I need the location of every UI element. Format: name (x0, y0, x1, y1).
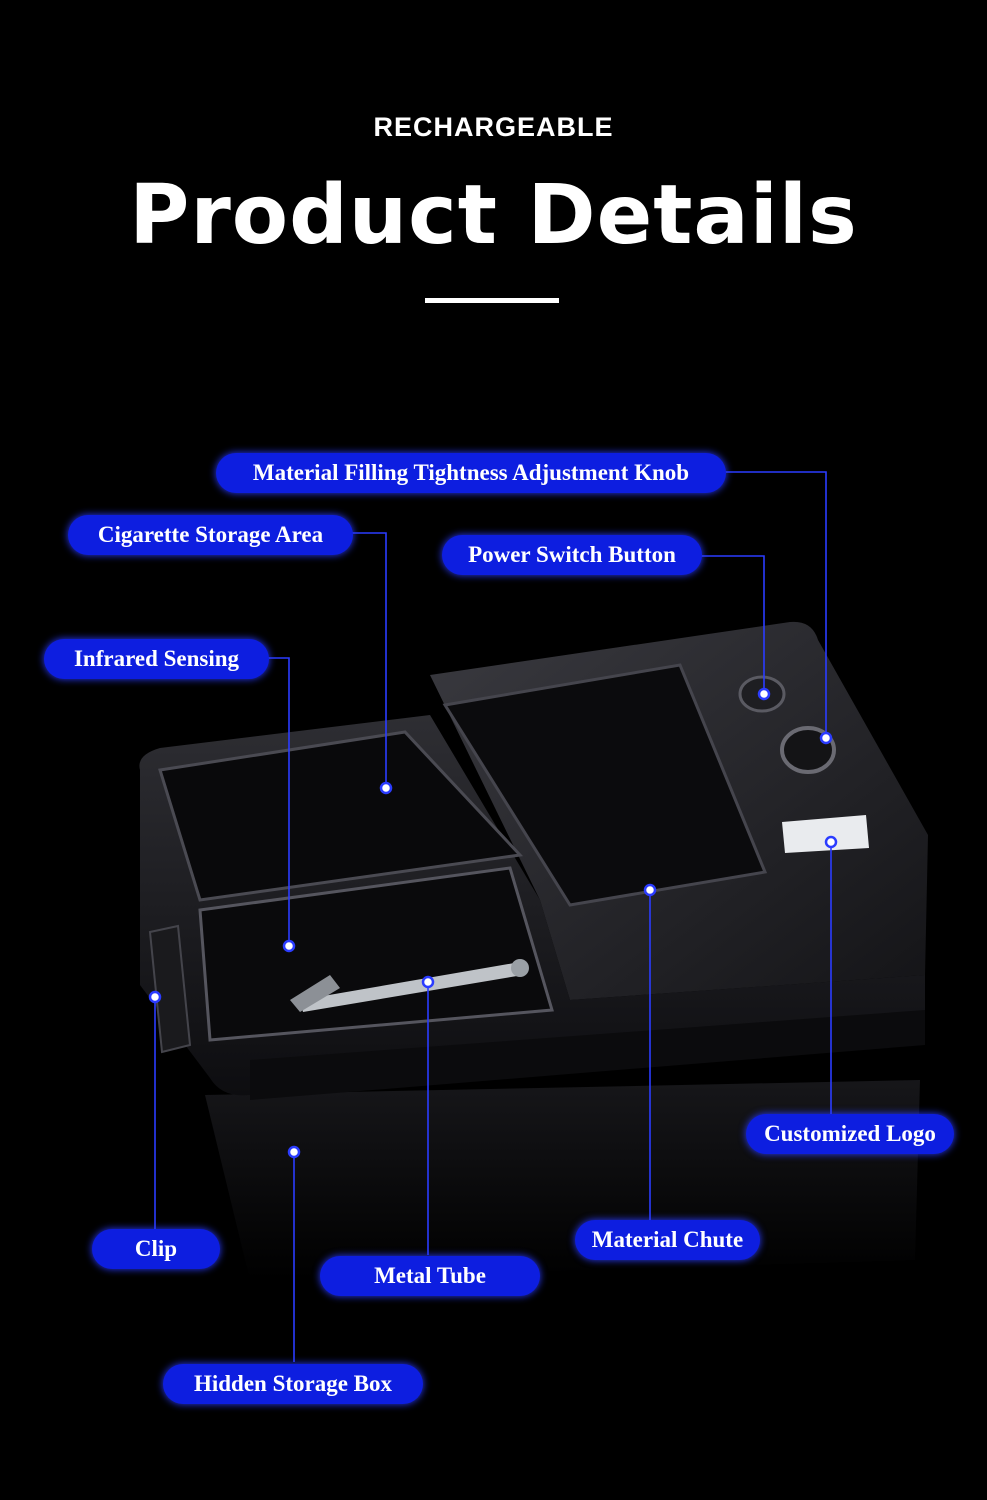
label-hidden-storage-box: Hidden Storage Box (163, 1364, 423, 1404)
label-clip: Clip (92, 1229, 220, 1269)
leader-lines (154, 471, 832, 1362)
label-customized-logo: Customized Logo (746, 1114, 954, 1154)
label-material-chute: Material Chute (575, 1220, 760, 1260)
label-metal-tube: Metal Tube (320, 1256, 540, 1296)
label-infrared-sensing: Infrared Sensing (44, 639, 269, 679)
callout-dots (148, 687, 838, 1159)
label-storage-area: Cigarette Storage Area (68, 515, 353, 555)
label-power-switch: Power Switch Button (442, 535, 702, 575)
title-underline (425, 298, 559, 303)
rolling-machine (139, 621, 928, 1280)
label-tightness-knob: Material Filling Tightness Adjustment Kn… (216, 453, 726, 493)
page-title: Product Details (129, 168, 858, 263)
subtitle-rechargeable: RECHARGEABLE (373, 112, 614, 142)
